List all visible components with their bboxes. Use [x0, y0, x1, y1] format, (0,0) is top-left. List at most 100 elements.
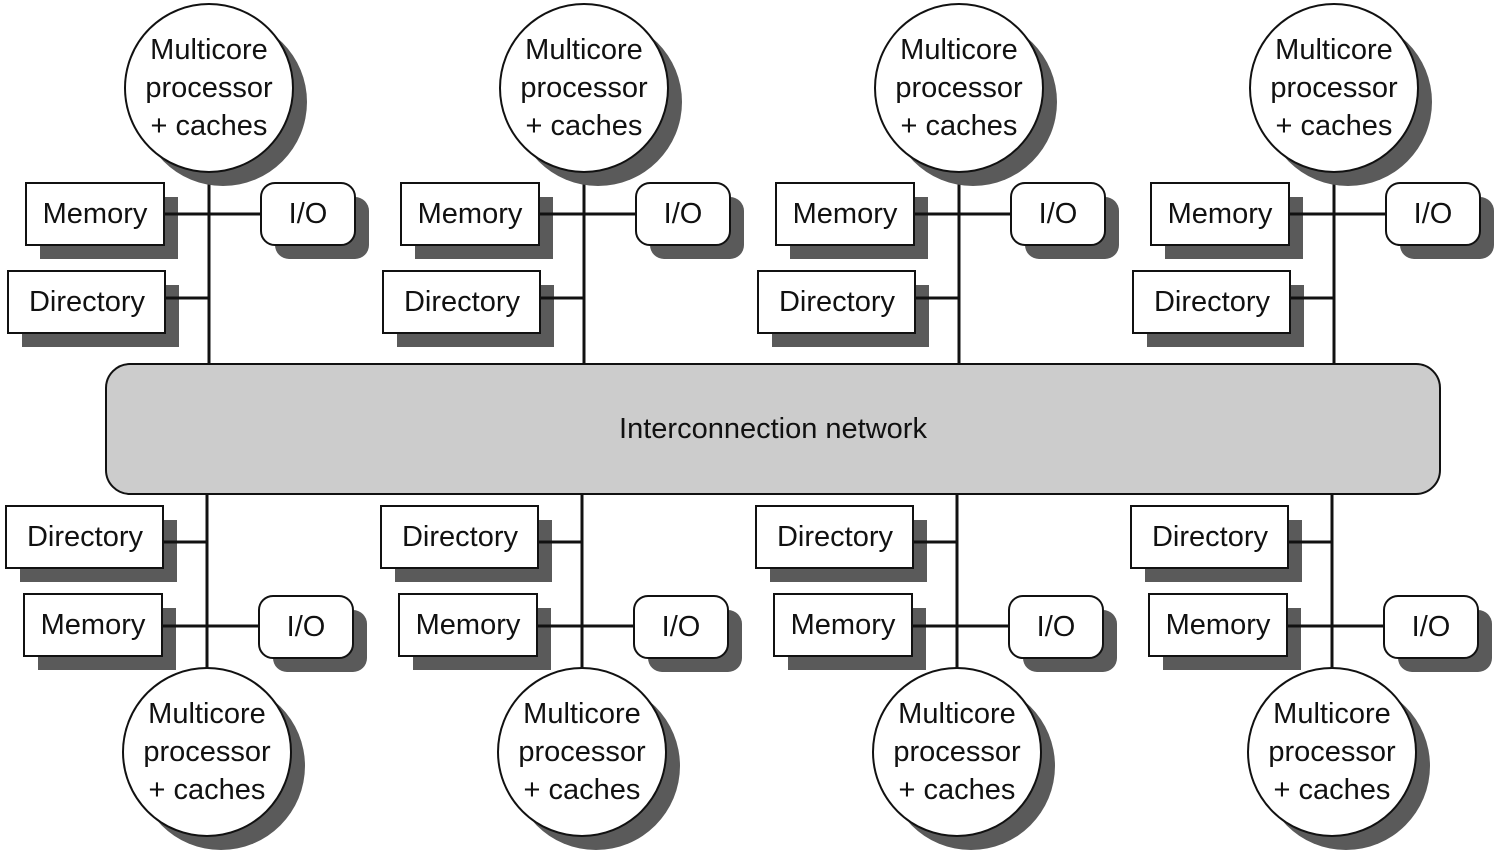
- directory-box: [7, 270, 179, 347]
- directory-box-frame: [757, 270, 916, 334]
- io-box-frame: [260, 182, 356, 246]
- memory-box: [23, 593, 176, 670]
- memory-box: [25, 182, 178, 259]
- io-box-frame: [1383, 595, 1479, 659]
- memory-box-frame: [1148, 593, 1288, 657]
- io-box-frame: [1010, 182, 1106, 246]
- directory-box-frame: [5, 505, 164, 569]
- io-label: I/O: [1414, 198, 1453, 230]
- io-box: [635, 182, 744, 259]
- memory-box: [398, 593, 551, 670]
- processor-circle: [124, 3, 294, 173]
- memory-box: [1148, 593, 1301, 670]
- memory-label: Memory: [418, 198, 523, 230]
- io-label: I/O: [1037, 611, 1076, 643]
- directory-box: [382, 270, 554, 347]
- directory-box: [1132, 270, 1304, 347]
- processor-label-line1: Multicore: [1275, 34, 1393, 66]
- processor-label-line2: processor: [518, 736, 646, 768]
- processor-circle: [122, 667, 292, 837]
- processor-circle: [1247, 667, 1417, 837]
- memory-box-frame: [773, 593, 913, 657]
- directory-box-frame: [755, 505, 914, 569]
- directory-box: [1130, 505, 1302, 582]
- directory-box: [380, 505, 552, 582]
- io-label: I/O: [1039, 198, 1078, 230]
- directory-label: Directory: [29, 286, 146, 318]
- interconnection-network: Interconnection network: [105, 363, 1441, 495]
- memory-box-frame: [1150, 182, 1290, 246]
- processor-label-line3: + caches: [1276, 110, 1393, 142]
- directory-box-frame: [1132, 270, 1291, 334]
- memory-label: Memory: [416, 609, 521, 641]
- memory-label: Memory: [43, 198, 148, 230]
- processor-label-line3: + caches: [151, 110, 268, 142]
- processor-label-line2: processor: [520, 72, 648, 104]
- io-label: I/O: [287, 611, 326, 643]
- memory-label: Memory: [1166, 609, 1271, 641]
- processor-label-line1: Multicore: [1273, 698, 1391, 730]
- directory-label: Directory: [779, 286, 896, 318]
- memory-label: Memory: [793, 198, 898, 230]
- directory-box: [755, 505, 927, 582]
- io-box-frame: [635, 182, 731, 246]
- io-box-frame: [633, 595, 729, 659]
- memory-box: [400, 182, 553, 259]
- processor-circle: [497, 667, 667, 837]
- processor-node: Multicore processor + caches: [497, 667, 680, 850]
- directory-box: [757, 270, 929, 347]
- processor-label-line1: Multicore: [525, 34, 643, 66]
- directory-box-frame: [1130, 505, 1289, 569]
- directory-box-frame: [380, 505, 539, 569]
- io-label: I/O: [664, 198, 703, 230]
- io-box: [1385, 182, 1494, 259]
- io-box-frame: [1385, 182, 1481, 246]
- memory-box-frame: [398, 593, 538, 657]
- io-label: I/O: [662, 611, 701, 643]
- processor-circle: [499, 3, 669, 173]
- io-label: I/O: [289, 198, 328, 230]
- io-box-frame: [1008, 595, 1104, 659]
- processor-label-line2: processor: [895, 72, 1023, 104]
- directory-label: Directory: [404, 286, 521, 318]
- memory-box: [775, 182, 928, 259]
- io-label: I/O: [1412, 611, 1451, 643]
- processor-label-line2: processor: [1268, 736, 1396, 768]
- processor-label-line1: Multicore: [148, 698, 266, 730]
- network-label: Interconnection network: [619, 413, 927, 445]
- processor-label-line3: + caches: [1274, 774, 1391, 806]
- directory-box: [5, 505, 177, 582]
- directory-label: Directory: [27, 521, 144, 553]
- io-box: [1010, 182, 1119, 259]
- processor-label-line3: + caches: [524, 774, 641, 806]
- directory-label: Directory: [1152, 521, 1269, 553]
- memory-box: [1150, 182, 1303, 259]
- memory-box-frame: [400, 182, 540, 246]
- io-box: [633, 595, 742, 672]
- processor-label-line2: processor: [1270, 72, 1398, 104]
- directory-label: Directory: [777, 521, 894, 553]
- processor-label-line3: + caches: [899, 774, 1016, 806]
- memory-label: Memory: [41, 609, 146, 641]
- processor-circle: [1249, 3, 1419, 173]
- memory-label: Memory: [791, 609, 896, 641]
- interconnection-network-frame: [105, 363, 1441, 495]
- io-box: [258, 595, 367, 672]
- io-box: [1383, 595, 1492, 672]
- processor-label-line3: + caches: [149, 774, 266, 806]
- processor-label-line1: Multicore: [150, 34, 268, 66]
- processor-node: Multicore processor + caches: [1249, 3, 1432, 186]
- processor-label-line1: Multicore: [900, 34, 1018, 66]
- memory-label: Memory: [1168, 198, 1273, 230]
- io-box: [260, 182, 369, 259]
- processor-circle: [872, 667, 1042, 837]
- io-box-frame: [258, 595, 354, 659]
- processor-label-line1: Multicore: [523, 698, 641, 730]
- directory-box-frame: [382, 270, 541, 334]
